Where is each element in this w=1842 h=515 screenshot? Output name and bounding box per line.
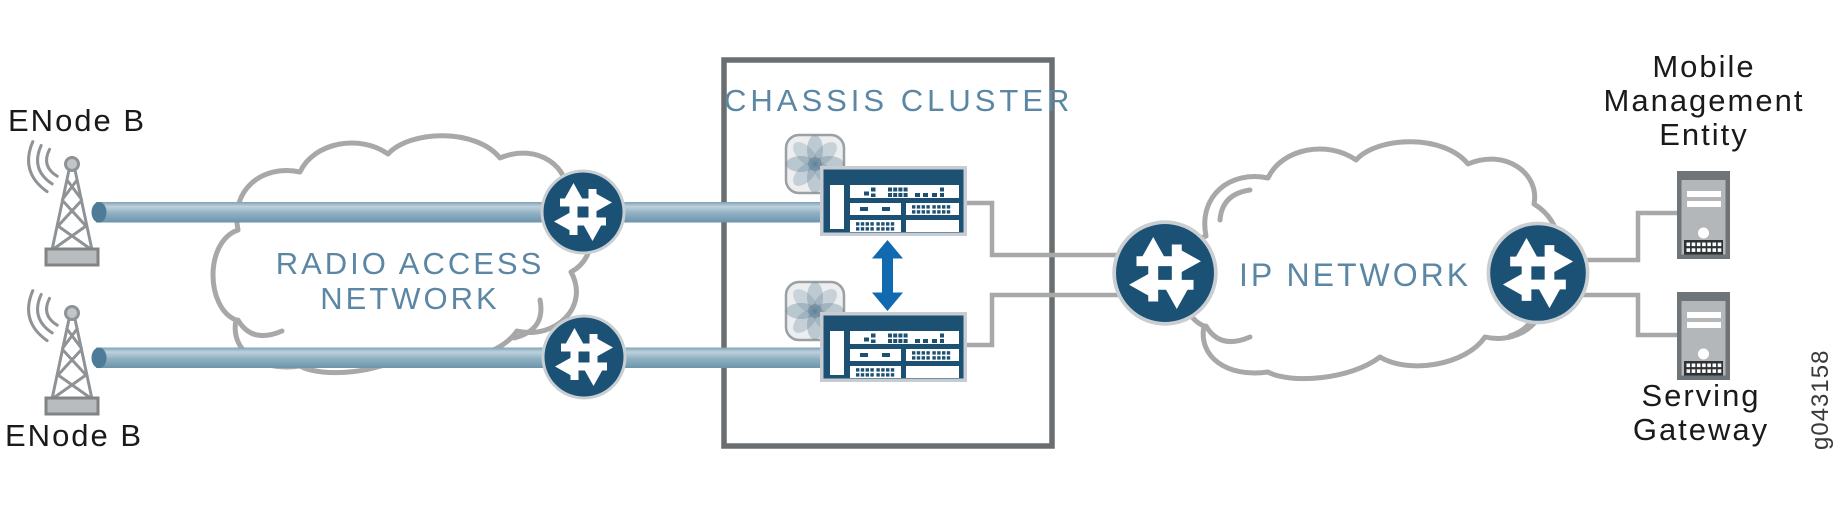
figure-number-text: g043158 [1807, 349, 1834, 450]
server-icon-mme [1677, 171, 1730, 259]
mobile-management-entity-label: Mobile Management Entity [1597, 50, 1811, 152]
pipe-bottom [96, 347, 830, 368]
serving-gateway-label: Serving Gateway [1594, 379, 1808, 447]
mme-label-line1: Mobile [1652, 49, 1756, 84]
cluster-link-arrow [872, 240, 903, 311]
radio-access-network-label: RADIO ACCESS NETWORK [240, 246, 580, 316]
router-icon-3 [1112, 220, 1217, 325]
pipe-top [96, 202, 830, 223]
figure-number: g043158 [1806, 349, 1836, 450]
server-icon-sgw [1677, 292, 1730, 380]
pipe-bottom-end-cap [91, 347, 107, 369]
backhaul-pipes [91, 202, 830, 369]
security-gateway-icon-node0 [820, 166, 967, 236]
enodeb-bottom-label: ENode B [5, 418, 144, 453]
router-icon-2 [542, 315, 627, 400]
radio-access-network-label-line2: NETWORK [320, 281, 500, 316]
link-router4-to-mme [1570, 210, 1680, 263]
link-node0-to-router3 [955, 200, 1125, 258]
serving-gateway-label-line2: Gateway [1632, 412, 1770, 447]
antenna-tower-icon-bottom [23, 287, 98, 414]
router-icon-1 [541, 170, 626, 255]
chassis-cluster-label: CHASSIS CLUSTER [724, 83, 1074, 118]
connector-lines [955, 200, 1680, 348]
serving-gateway-label-line1: Serving [1641, 378, 1761, 413]
antenna-tower-icon-top [23, 138, 98, 265]
security-gateway-icon-node1 [820, 312, 967, 382]
radio-access-network-label-line1: RADIO ACCESS [275, 246, 545, 281]
mme-label-line2: Management [1603, 83, 1805, 118]
enodeb-top-label: ENode B [8, 103, 147, 138]
link-router4-to-sgw [1570, 292, 1680, 338]
ip-network-label: IP NETWORK [1238, 257, 1472, 293]
pipe-top-end-cap [91, 202, 107, 223]
link-node1-to-router3 [955, 292, 1125, 348]
mme-label-line3: Entity [1659, 117, 1749, 152]
